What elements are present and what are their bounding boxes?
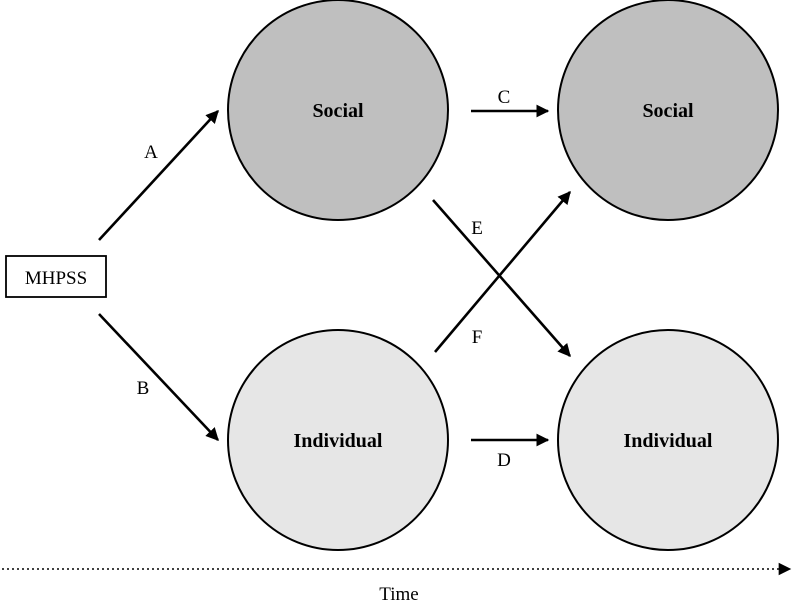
- node-individual-1-label: Individual: [294, 430, 383, 452]
- edge-f-arrow: [434, 191, 571, 353]
- node-social-2-circle: [557, 0, 779, 221]
- edge-a-arrow: [98, 110, 219, 241]
- node-individual-2-circle: [557, 329, 779, 551]
- edge-f-label: F: [472, 327, 483, 348]
- node-social-2-label: Social: [642, 100, 694, 122]
- node-individual-2: Individual: [557, 329, 779, 551]
- edge-a-label: A: [144, 142, 158, 163]
- node-social-2: Social: [557, 0, 779, 221]
- edge-b-arrow: [98, 313, 219, 441]
- node-individual-1-circle: [227, 329, 449, 551]
- edge-c-label: C: [498, 87, 511, 108]
- mhpss-box-frame: [5, 255, 107, 298]
- node-individual-1: Individual: [227, 329, 449, 551]
- node-social-1-circle: [227, 0, 449, 221]
- node-social-1: Social: [227, 0, 449, 221]
- edge-b-label: B: [137, 378, 150, 399]
- node-individual-2-label: Individual: [624, 430, 713, 452]
- edge-e-label: E: [471, 218, 483, 239]
- node-social-1-label: Social: [312, 100, 364, 122]
- mhpss-box: MHPSS: [5, 255, 107, 298]
- mhpss-label: MHPSS: [25, 268, 87, 289]
- time-label: Time: [379, 584, 418, 603]
- edge-e-arrow: [432, 199, 571, 357]
- edge-d-label: D: [497, 450, 511, 471]
